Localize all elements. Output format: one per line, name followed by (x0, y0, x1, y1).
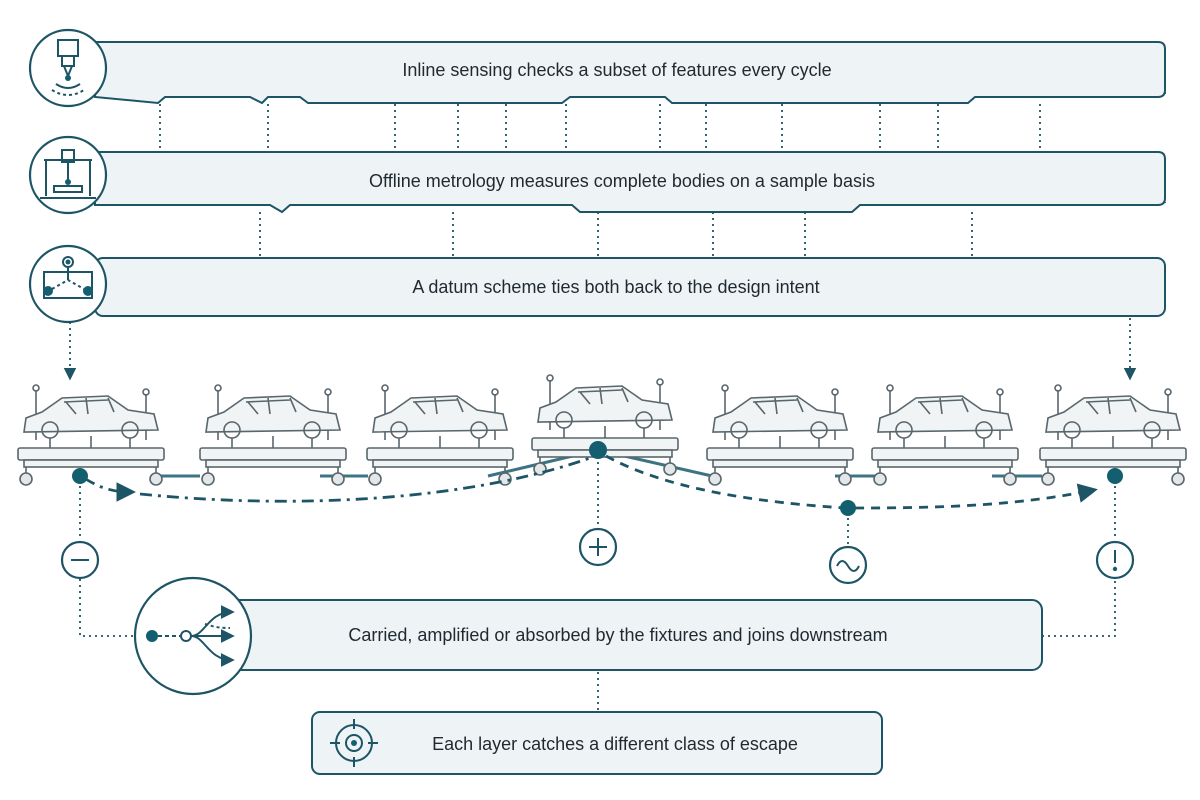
datum-scheme-icon (28, 244, 108, 324)
target-icon (330, 719, 378, 767)
flow-node-carried (840, 500, 856, 516)
minus-icon (60, 540, 100, 580)
wave-icon (828, 545, 868, 585)
layer-band-offline: Offline metrology measures complete bodi… (94, 151, 1166, 214)
flow-node-peak (589, 441, 607, 459)
layer-label-inline: Inline sensing checks a subset of featur… (402, 60, 831, 80)
car-body-fixture-5 (706, 384, 854, 486)
propagation-label: Carried, amplified or absorbed by the fi… (348, 625, 887, 645)
connector-left (79, 579, 140, 637)
summary-box: Each layer catches a different class of … (311, 711, 883, 775)
branching-flow-icon (133, 576, 253, 696)
car-body-fixture-1 (17, 384, 165, 486)
car-body-fixture-3 (366, 384, 514, 486)
sensor-probe-icon (28, 28, 108, 108)
layer-band-inline: Inline sensing checks a subset of featur… (94, 41, 1166, 105)
flow-node-start (72, 468, 88, 484)
alert-icon (1095, 540, 1135, 580)
summary-label: Each layer catches a different class of … (432, 734, 798, 754)
car-body-fixture-2 (199, 384, 347, 486)
layer-label-datum: A datum scheme ties both back to the des… (412, 277, 819, 297)
cmm-gantry-icon (28, 135, 108, 215)
layer-band-datum: A datum scheme ties both back to the des… (94, 257, 1166, 317)
fixture-line (17, 374, 1187, 486)
plus-icon (578, 527, 618, 567)
band-ties (159, 50, 1166, 258)
car-body-fixture-6 (871, 384, 1019, 486)
layer-label-offline: Offline metrology measures complete bodi… (369, 171, 875, 191)
propagation-box: Carried, amplified or absorbed by the fi… (199, 599, 1043, 671)
flow-node-end (1107, 468, 1123, 484)
propagation-arcs (72, 441, 1123, 516)
connector-right (1042, 579, 1116, 637)
